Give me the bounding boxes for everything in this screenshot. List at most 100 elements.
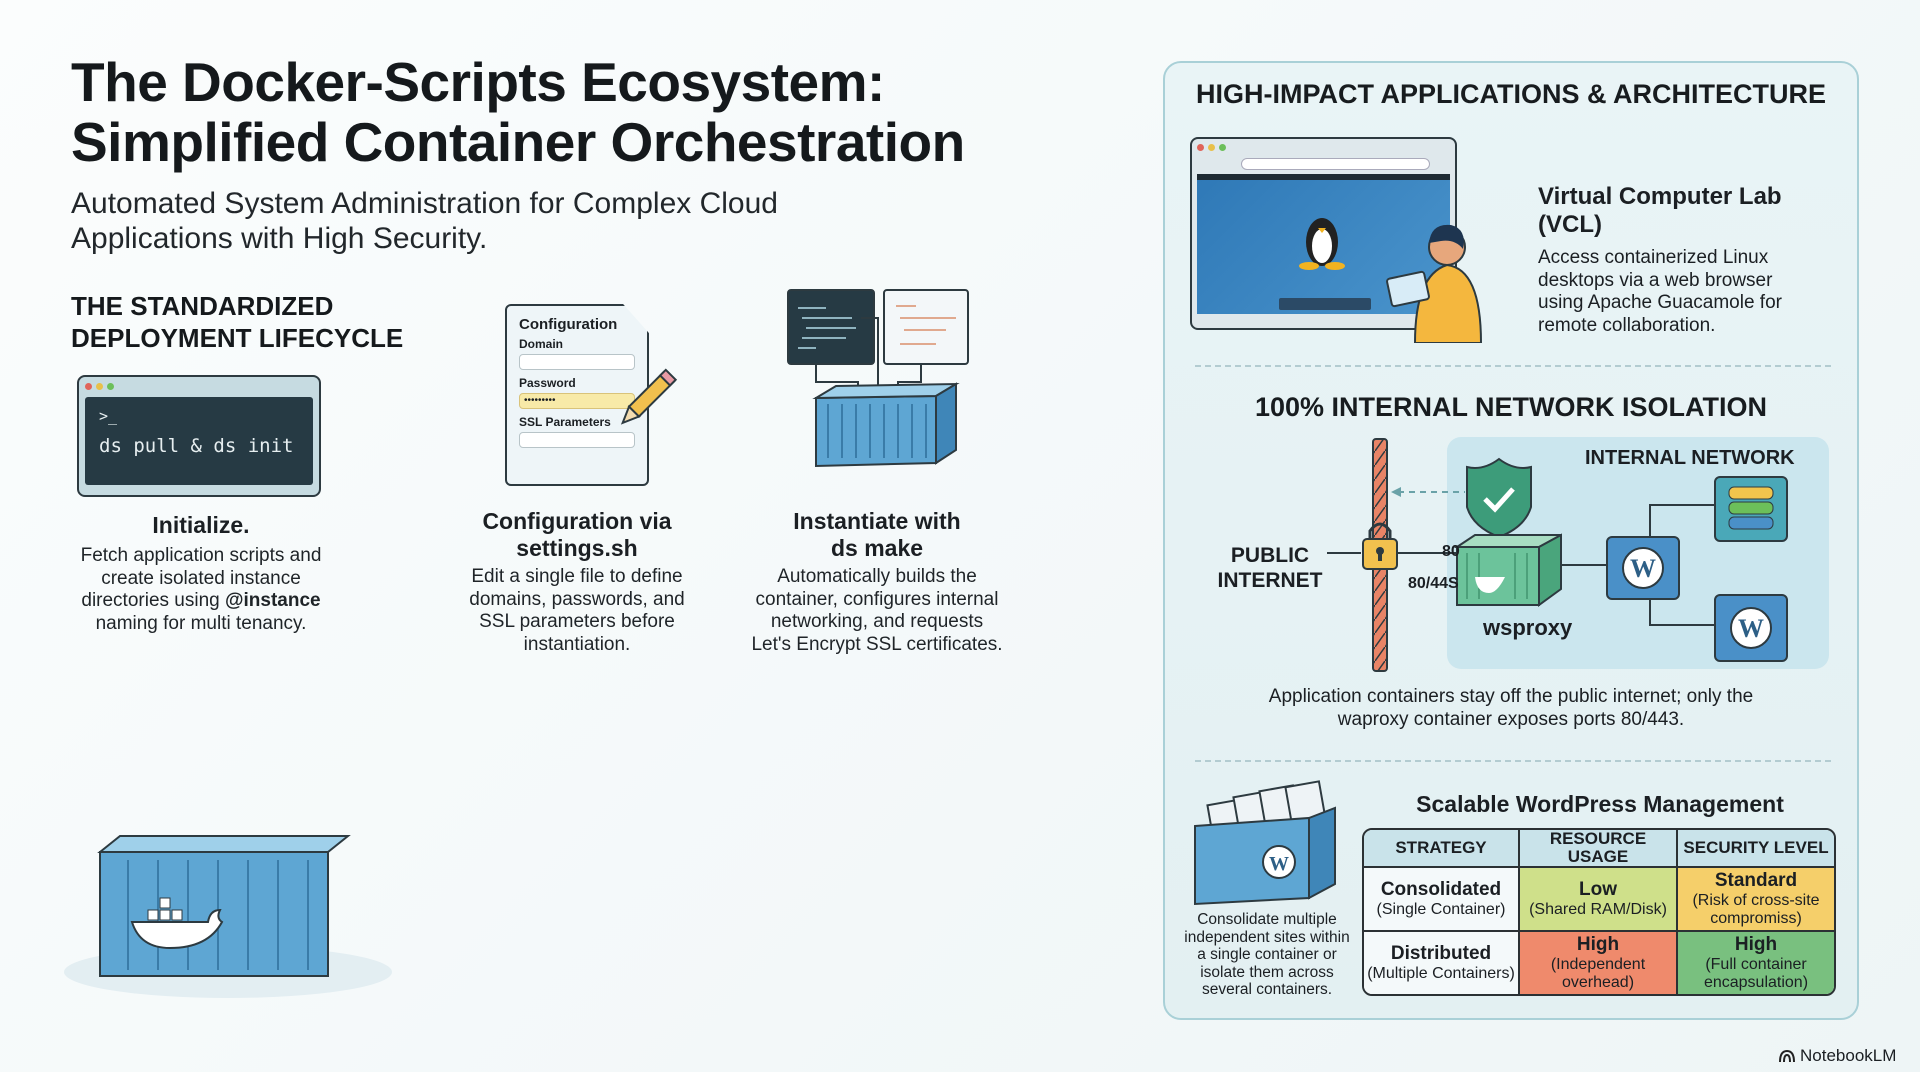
lifecycle-heading-line-2: DEPLOYMENT LIFECYCLE — [71, 323, 404, 353]
caption-line: Consolidate multiple — [1197, 911, 1337, 928]
vcl-title: Virtual Computer Lab (VCL) — [1538, 183, 1782, 238]
desc-line: instantiation. — [523, 633, 631, 655]
table-row: Consolidated(Single Container) Low(Share… — [1364, 868, 1834, 933]
desc-line: Fetch application scripts and — [80, 545, 322, 566]
desc-line: directories using — [81, 590, 220, 611]
desc-highlight: @instance — [225, 590, 321, 611]
resource-cell: High(Independent overhead) — [1520, 932, 1678, 994]
terminal-prompt: >_ — [99, 407, 118, 425]
strategy-cell: Distributed(Multiple Containers) — [1364, 932, 1520, 994]
desc-line: desktops via a web browser — [1538, 269, 1773, 291]
resource-cell: Low(Shared RAM/Disk) — [1520, 868, 1678, 933]
title-line-2: Simplified Container Orchestration — [71, 111, 965, 173]
cell-value: High — [1576, 934, 1620, 956]
address-bar — [1241, 158, 1430, 170]
desc-line: remote collaboration. — [1538, 314, 1716, 336]
config-ssl-label: SSL Parameters — [519, 415, 611, 429]
column-header: STRATEGY — [1364, 830, 1520, 868]
terminal-window: >_ ds pull & ds init — [77, 375, 321, 497]
cell-value: Low — [1579, 879, 1617, 901]
wordpress-sites-container-icon: W — [1194, 780, 1336, 906]
table-row: Distributed(Multiple Containers) High(In… — [1364, 932, 1834, 994]
section-divider — [1195, 760, 1831, 762]
security-cell: High(Full container encapsulation) — [1678, 932, 1834, 994]
wsproxy-label: wsproxy — [1483, 615, 1573, 640]
page-title: The Docker-Scripts Ecosystem:Simplified … — [71, 52, 965, 172]
section-divider — [1195, 365, 1831, 367]
desc-line: Automatically builds the — [777, 566, 977, 587]
notebooklm-logo-icon — [1779, 1049, 1795, 1063]
config-password-label: Password — [519, 376, 576, 390]
step-initialize: Initialize. Fetch application scripts an… — [61, 512, 341, 635]
caption-line: Application containers stay off the publ… — [1268, 686, 1754, 707]
desc-line: create isolated instance — [101, 567, 301, 589]
brand-label: NotebookLM — [1800, 1046, 1897, 1065]
subtitle-line-2: Applications with High Security. — [71, 222, 488, 255]
caption-line: several containers. — [1201, 981, 1333, 998]
config-domain-label: Domain — [519, 337, 564, 351]
padlock-icon — [1362, 522, 1398, 570]
notebooklm-brand: NotebookLM — [1778, 1046, 1896, 1066]
cell-note: (Single Container) — [1376, 901, 1506, 919]
taskbar — [1279, 298, 1371, 310]
wordpress-strategy-table: STRATEGY RESOURCE USAGE SECURITY LEVEL C… — [1362, 828, 1836, 996]
desc-line: domains, passwords, and — [469, 588, 685, 610]
subtitle: Automated System Administration for Comp… — [71, 186, 831, 256]
isolation-caption: Application containers stay off the publ… — [1165, 685, 1857, 731]
docker-container-illustration — [64, 835, 392, 998]
desc-line: networking, and requests — [770, 611, 984, 632]
desc-line: Access containerized Linux — [1538, 247, 1769, 268]
svg-text:W: W — [1738, 614, 1764, 643]
panel-heading: HIGH-IMPACT APPLICATIONS & ARCHITECTURE — [1196, 79, 1826, 109]
svg-text:W: W — [1269, 853, 1289, 875]
column-header: SECURITY LEVEL — [1678, 830, 1834, 868]
wordpress-icon: W — [1606, 536, 1680, 600]
table-header-row: STRATEGY RESOURCE USAGE SECURITY LEVEL — [1364, 830, 1834, 868]
desc-line: Let's Encrypt SSL certificates. — [751, 633, 1003, 655]
strategy-cell: Consolidated(Single Container) — [1364, 868, 1520, 933]
cell-note: (Risk of cross-site compromiss) — [1692, 892, 1820, 928]
svg-text:W: W — [1630, 554, 1656, 583]
port-label: 80/44S — [1408, 575, 1459, 592]
desc-line: container, configures internal — [755, 588, 999, 610]
subtitle-line-1: Automated System Administration for Comp… — [71, 187, 778, 220]
window-controls-icon — [1197, 144, 1450, 156]
desc-line: using Apache Guacamole for — [1538, 292, 1782, 313]
shield-check-icon — [1466, 457, 1532, 539]
person-with-tablet-illustration — [1386, 224, 1483, 343]
public-line: PUBLIC — [1230, 544, 1310, 567]
cell-value: Standard — [1714, 870, 1798, 892]
cell-note: (Shared RAM/Disk) — [1529, 901, 1667, 919]
internal-network-label: INTERNAL NETWORK — [1585, 447, 1795, 469]
step-title: Initialize. — [152, 512, 250, 538]
cell-value: Distributed — [1390, 943, 1492, 965]
wordpress-heading: Scalable WordPress Management — [1416, 791, 1784, 817]
applications-panel: HIGH-IMPACT APPLICATIONS & ARCHITECTURE … — [1163, 61, 1859, 1020]
window-controls-icon — [85, 383, 313, 393]
caption-line: waproxy container exposes ports 80/443. — [1337, 709, 1685, 730]
lifecycle-heading-line-1: THE STANDARDIZED — [71, 291, 334, 321]
cell-note: (Independent overhead) — [1550, 956, 1646, 992]
public-line: INTERNET — [1217, 569, 1323, 592]
linux-penguin-icon — [1299, 218, 1345, 270]
config-ssl-field — [519, 432, 635, 448]
isolation-heading: 100% INTERNAL NETWORK ISOLATION — [1254, 392, 1768, 422]
step-title-line: Configuration via — [482, 508, 672, 534]
vcl-text: Virtual Computer Lab (VCL) Access contai… — [1538, 183, 1848, 337]
desc-line: Edit a single file to define — [471, 566, 683, 587]
database-server-icon — [1714, 476, 1788, 542]
terminal-command: ds pull & ds init — [99, 435, 294, 457]
cell-note: (Full container encapsulation) — [1703, 956, 1809, 992]
pencil-icon — [620, 368, 678, 425]
desc-line: naming for multi tenancy. — [95, 612, 307, 634]
build-container-icon — [787, 289, 969, 468]
port-label: 80 — [1442, 543, 1460, 560]
